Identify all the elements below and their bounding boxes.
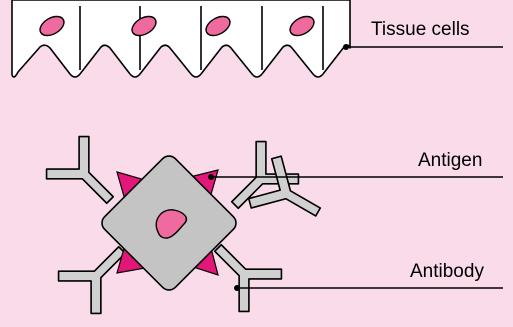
tissue-cells-label: Tissue cells xyxy=(371,19,470,41)
tissue-cells xyxy=(12,0,350,77)
antibody-label: Antibody xyxy=(410,261,484,283)
antigen-leader-dot xyxy=(208,174,214,180)
tissue-cells-leader-dot xyxy=(343,44,349,50)
antigen-label: Antigen xyxy=(418,150,482,172)
tissue-cell-outline xyxy=(12,0,350,77)
antibody-leader-dot xyxy=(234,285,240,291)
